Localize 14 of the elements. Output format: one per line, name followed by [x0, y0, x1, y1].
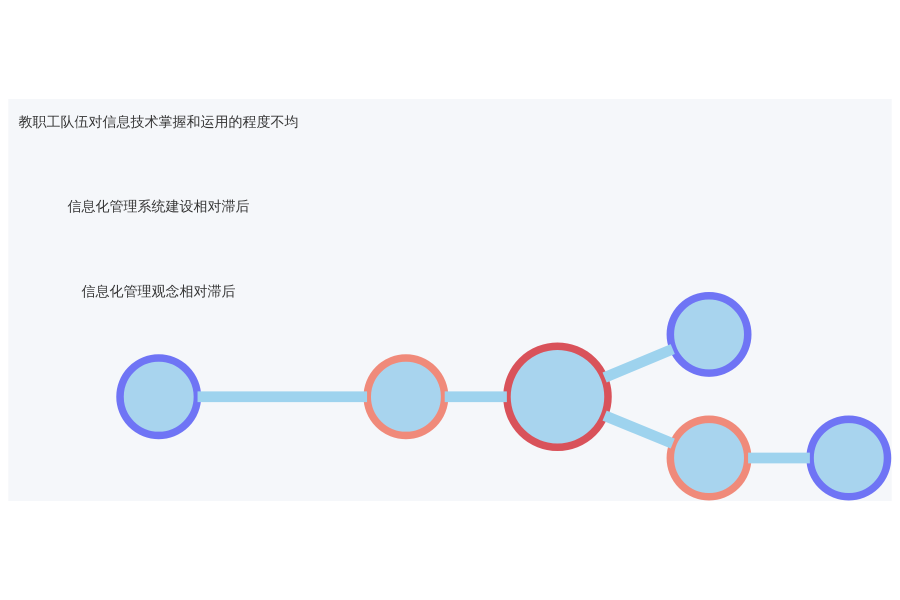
- node-circle: [666, 292, 752, 377]
- node-circle: [666, 416, 752, 500]
- connector: [444, 391, 507, 402]
- node-circle: [363, 354, 448, 440]
- label: 教职工队伍对信息技术掌握和运用的程度不均: [18, 114, 299, 130]
- connector: [748, 452, 810, 464]
- node-circle: [503, 342, 612, 452]
- label: 信息化管理系统建设相对滞后: [68, 199, 250, 216]
- node-circle: [806, 416, 892, 500]
- connector: [602, 410, 675, 449]
- label: 信息化管理观念相对滞后: [82, 284, 236, 300]
- node-circle: [116, 354, 202, 440]
- connector: [198, 391, 368, 402]
- connector: [602, 344, 675, 382]
